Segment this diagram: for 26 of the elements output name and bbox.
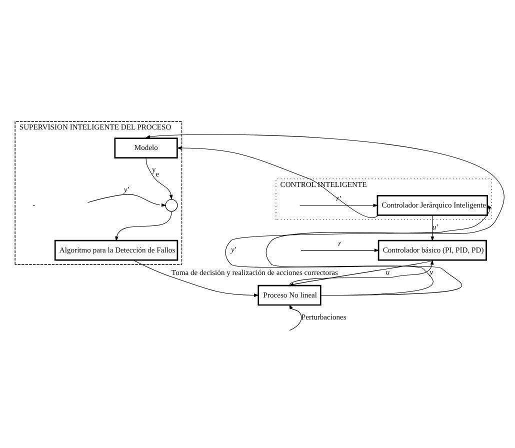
arrow — [225, 204, 492, 296]
label: - — [32, 200, 36, 210]
edge-label: y — [430, 267, 434, 276]
edge-label: Toma de decisión y realización de acciones correctoras — [172, 268, 338, 277]
arrow — [87, 194, 166, 207]
node-circle — [165, 199, 178, 212]
arrow — [146, 158, 173, 200]
arrow — [300, 204, 378, 208]
edge-label: Perturbaciones — [301, 312, 346, 322]
edge-label: y′ — [124, 184, 129, 194]
arrow — [133, 260, 259, 297]
arrow — [430, 215, 434, 242]
edge-label: y′ — [231, 244, 236, 254]
edge-label: r — [338, 239, 342, 248]
node-box: Controlador básico (PI, PID, PD) — [378, 240, 487, 261]
node-box: Algoritmo para la Detección de Fallos — [54, 240, 178, 261]
node-box: Modelo — [114, 138, 178, 158]
arrow — [300, 248, 380, 252]
arrow — [115, 212, 172, 242]
arrow — [145, 134, 504, 296]
node-box: Proceso No lineal — [258, 284, 322, 306]
arrow — [289, 304, 302, 331]
arrow — [176, 146, 378, 218]
edge-label: u′ — [432, 222, 438, 232]
edge-label: u — [386, 267, 390, 276]
node-box: Controlador Jerárquico Inteligente — [376, 194, 488, 216]
